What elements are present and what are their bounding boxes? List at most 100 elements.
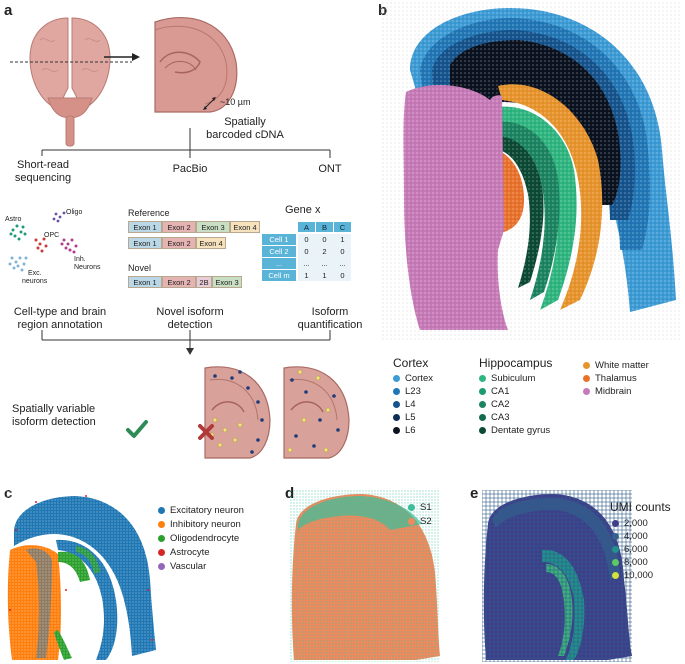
legend-label: Midbrain [595,385,632,397]
legend-item: 2,000 [612,517,682,530]
legend-label: S1 [420,501,432,513]
legend-label: 8,000 [624,557,648,568]
matrix-row-label: Cell m [268,271,290,280]
tissue-section-correct [126,366,271,459]
matrix-value: ... [303,259,310,268]
outcome-quant-1: Isoform [311,306,349,318]
exon: Exon 2 [162,237,196,249]
legend-swatch [393,413,400,421]
umi-legend-title: UMI counts [610,500,671,514]
matrix-value: ... [339,259,346,268]
legend-label: 10,000 [624,570,654,581]
legend-swatch [612,546,619,553]
legend-swatch [408,503,415,511]
legend-item: 4,000 [612,530,682,543]
exon: Exon 3 [212,276,242,288]
legend-item: L5 [393,411,416,423]
legend-swatch [479,413,486,421]
panel-e-umi-map [482,490,632,662]
panel-label-e: e [470,485,479,502]
matrix-value: 0 [322,235,327,244]
legend-swatch [583,387,590,395]
legend-swatch [612,520,619,527]
panel-label-a: a [4,2,13,19]
exon: Exon 4 [230,221,260,233]
legend-item: CA2 [479,398,509,410]
matrix-value: 1 [304,271,309,280]
legend-swatch [479,426,486,434]
legend-swatch [393,426,400,434]
legend-item: 6,000 [612,543,682,556]
panel-b-spatial-map [380,0,680,340]
exon: Exon 1 [128,276,162,288]
legend-group-title: Cortex [393,356,429,370]
pacbio-label: PacBio [172,163,208,175]
legend-item: L6 [393,424,416,436]
matrix-value: 0 [304,247,309,256]
exon: Exon 3 [196,221,230,233]
matrix-col-header: B [321,223,327,232]
legend-item: White matter [583,359,649,371]
matrix-col-header: C [339,223,346,232]
legend-item: L23 [393,385,421,397]
panel-label-d: d [285,485,295,502]
legend-item: 10,000 [612,569,682,582]
outcome-quant-2: quantification [297,319,363,331]
legend-item: CA1 [479,385,509,397]
legend-label: Excitatory neuron [170,504,244,516]
legend-swatch [583,374,590,382]
panel-d-sample-map [290,490,440,662]
matrix-title: Gene x [285,204,321,216]
legend-label: S2 [420,515,432,527]
legend-label: Oligodendrocyte [170,532,240,544]
legend-label: 4,000 [624,531,648,542]
cluster-oligo-label: Oligo [66,209,83,216]
matrix-value: 2 [322,247,327,256]
legend-label: White matter [595,359,649,371]
legend-swatch [393,400,400,408]
legend-item: Subiculum [479,372,535,384]
legend-item: Vascular [158,559,278,573]
cluster-inh-label-2: Neurons [74,264,101,271]
legend-label: CA3 [491,411,510,423]
legend-swatch [479,374,486,382]
novel-label: Novel [128,263,152,273]
panel-c-legend: Excitatory neuron Inhibitory neuron Olig… [158,503,278,573]
legend-label: Inhibitory neuron [170,518,241,530]
thickness-label: ~10 µm [220,97,251,107]
legend-label: L6 [405,424,416,436]
matrix-value: ... [321,259,328,268]
legend-item: 8,000 [612,556,682,569]
legend-label: Vascular [170,560,207,572]
legend-label: Subiculum [491,372,536,384]
legend-group-title: Hippocampus [479,356,553,370]
panel-b-legend: Cortex Cortex L23 L4 L5 L6 Hippocampus S… [393,356,683,438]
outcome-celltype-2: region annotation [17,319,103,331]
exon: Exon 1 [128,221,162,233]
barcoded-label-2: barcoded cDNA [206,129,284,141]
matrix-value: 0 [340,271,345,280]
cluster-astro-label: Astro [5,216,22,223]
legend-label: 6,000 [624,544,648,555]
svid-label-2: isoform detection [12,416,96,428]
legend-swatch [612,533,619,540]
cluster-exc-label-1: Exc. [28,270,42,277]
legend-label: L5 [405,411,416,423]
ont-label: ONT [318,163,342,175]
svid-label-1: Spatially variable [12,403,96,415]
legend-label: L4 [405,398,416,410]
legend-swatch [612,559,619,566]
exon: Exon 4 [196,237,226,249]
legend-swatch [158,506,165,514]
legend-label: Cortex [405,372,433,384]
legend-swatch [408,517,415,525]
whole-brain-icon [10,17,132,147]
short-read-label-1: Short-read [17,159,69,171]
reference-label: Reference [128,208,170,218]
matrix-value: 1 [322,271,327,280]
legend-swatch [158,548,165,556]
matrix-value: 1 [340,235,345,244]
cluster-opc-label: OPC [44,232,60,239]
legend-swatch [158,520,165,528]
legend-swatch [479,387,486,395]
